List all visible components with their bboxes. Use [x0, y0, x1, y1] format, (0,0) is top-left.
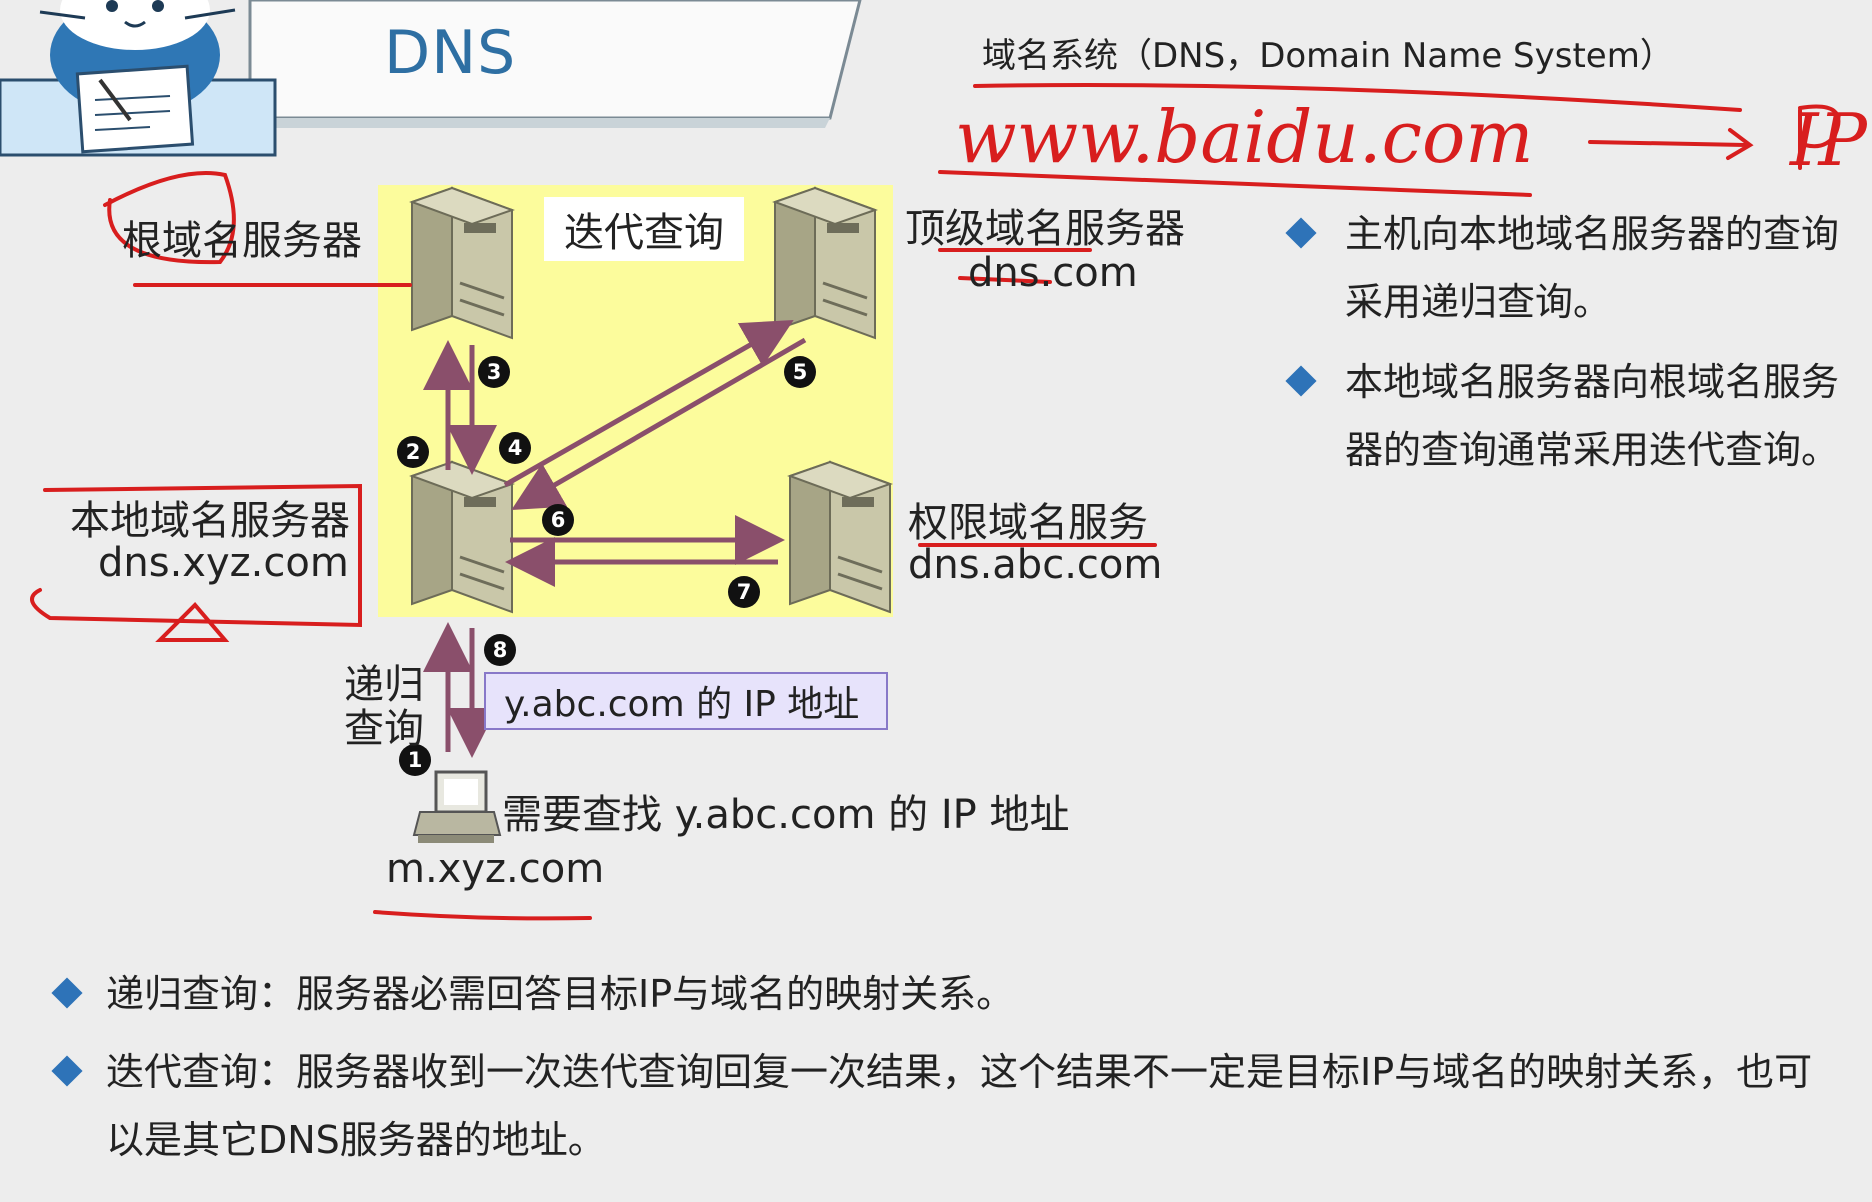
right-bullet-text: 主机向本地域名服务器的查询采用递归查询。 [1345, 212, 1840, 324]
query-arrows [423, 320, 807, 758]
handwritten-url: www.baidu.com [955, 95, 1534, 179]
tld-server-label: 顶级域名服务器 [905, 206, 1185, 252]
tld-server-host: dns.com [968, 250, 1138, 296]
bottom-bullet-item: 迭代查询：服务器收到一次迭代查询回复一次结果，这个结果不一定是目标IP与域名的映… [48, 1038, 1848, 1174]
diamond-bullet-icon [1285, 365, 1317, 397]
step-5-badge: 5 [784, 356, 816, 388]
handwritten-annotations [30, 83, 1841, 921]
computer-icon [412, 770, 502, 843]
recursive-label-line2: 查询 [344, 706, 424, 752]
bottom-bullet-text: 递归查询：服务器必需回答目标IP与域名的映射关系。 [106, 972, 1015, 1016]
right-bullet-text: 本地域名服务器向根域名服务器的查询通常采用迭代查询。 [1345, 360, 1840, 472]
reply-ip-box: y.abc.com 的 IP 地址 [484, 672, 888, 730]
cat-mascot-icon [39, 0, 236, 154]
host-name-label: m.xyz.com [386, 846, 605, 892]
auth-server-icon [788, 460, 892, 614]
step-2-badge: 2 [397, 436, 429, 468]
bottom-bullet-list: 递归查询：服务器必需回答目标IP与域名的映射关系。 迭代查询：服务器收到一次迭代… [48, 960, 1848, 1184]
root-server-label: 根域名服务器 [122, 218, 362, 264]
diamond-bullet-icon [51, 977, 83, 1009]
auth-server-label: 权限域名服务 [908, 500, 1148, 546]
diamond-bullet-icon [51, 1055, 83, 1087]
handwritten-ip: IP [1788, 98, 1868, 182]
root-server-icon [410, 186, 514, 340]
local-server-label: 本地域名服务器 [70, 498, 350, 544]
bottom-bullet-text: 迭代查询：服务器收到一次迭代查询回复一次结果，这个结果不一定是目标IP与域名的映… [106, 1050, 1813, 1162]
host-lookup-label: 需要查找 y.abc.com 的 IP 地址 [502, 792, 1070, 838]
page-title: DNS [384, 18, 517, 88]
recursive-label-line1: 递归 [344, 662, 424, 708]
step-4-badge: 4 [499, 432, 531, 464]
right-bullet-item: 本地域名服务器向根域名服务器的查询通常采用迭代查询。 [1285, 348, 1850, 484]
diamond-bullet-icon [1285, 217, 1317, 249]
step-6-badge: 6 [542, 504, 574, 536]
step-1-badge: 1 [399, 744, 431, 776]
right-bullet-item: 主机向本地域名服务器的查询采用递归查询。 [1285, 200, 1850, 336]
step-7-badge: 7 [728, 576, 760, 608]
right-bullet-list: 主机向本地域名服务器的查询采用递归查询。 本地域名服务器向根域名服务器的查询通常… [1285, 200, 1850, 496]
page-subtitle: 域名系统（DNS，Domain Name System） [982, 36, 1674, 76]
auth-server-host: dns.abc.com [908, 542, 1163, 588]
local-server-host: dns.xyz.com [98, 540, 349, 586]
tld-server-icon [773, 186, 877, 340]
iterative-query-label: 迭代查询 [544, 197, 744, 261]
step-8-badge: 8 [484, 634, 516, 666]
step-3-badge: 3 [478, 356, 510, 388]
bottom-bullet-item: 递归查询：服务器必需回答目标IP与域名的映射关系。 [48, 960, 1848, 1028]
local-server-icon [410, 460, 514, 614]
